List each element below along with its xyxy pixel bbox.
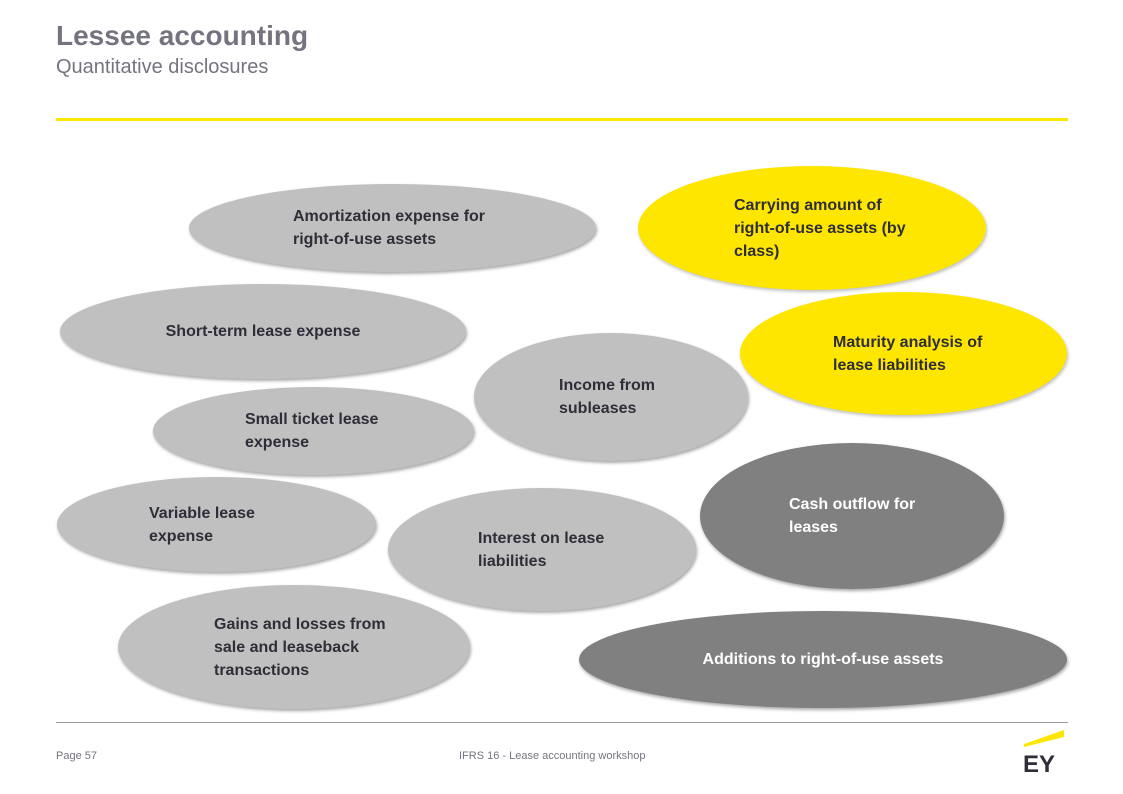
oval-label: Short-term lease expense [165,323,361,340]
logo-text: EY [1023,751,1055,776]
oval-label: Variable lease expense [149,504,255,545]
oval-label: Maturity analysis of lease liabilities [833,333,983,374]
oval-label: Carrying amount of right-of-use assets (… [734,196,906,260]
oval-additions-to-rou-assets: Additions to right-of-use assets [579,611,1067,708]
oval-maturity-analysis: Maturity analysis of lease liabilities [740,292,1067,415]
footer-divider [56,722,1068,723]
page-title: Lessee accounting [56,20,309,51]
oval-short-term-lease-expense: Short-term lease expense [60,284,466,379]
oval-label: Gains and losses from sale and leaseback… [214,615,386,679]
oval-gains-and-losses: Gains and losses from sale and leaseback… [118,585,470,709]
oval-carrying-amount: Carrying amount of right-of-use assets (… [638,166,986,290]
oval-label: Additions to right-of-use assets [702,651,944,668]
oval-amortization-expense: Amortization expense for right-of-use as… [189,184,596,272]
oval-income-from-subleases: Income from subleases [474,333,748,461]
oval-variable-lease-expense: Variable lease expense [57,477,376,572]
page-number: Page 57 [56,750,97,762]
oval-label: Amortization expense for right-of-use as… [293,208,486,248]
page-subtitle: Quantitative disclosures [56,56,269,78]
oval-label: Interest on lease liabilities [478,529,605,570]
title-divider [56,118,1068,121]
ey-logo-icon: EY [1023,730,1064,776]
oval-cash-outflow: Cash outflow for leases [700,443,1004,589]
oval-label: Small ticket lease expense [245,411,379,451]
footer-text: IFRS 16 - Lease accounting workshop [459,750,646,762]
oval-interest-on-lease-liabilities: Interest on lease liabilities [388,488,696,611]
oval-small-ticket-lease-expense: Small ticket lease expense [153,387,474,475]
oval-label: Cash outflow for leases [789,496,916,536]
oval-label: Income from subleases [559,377,656,417]
